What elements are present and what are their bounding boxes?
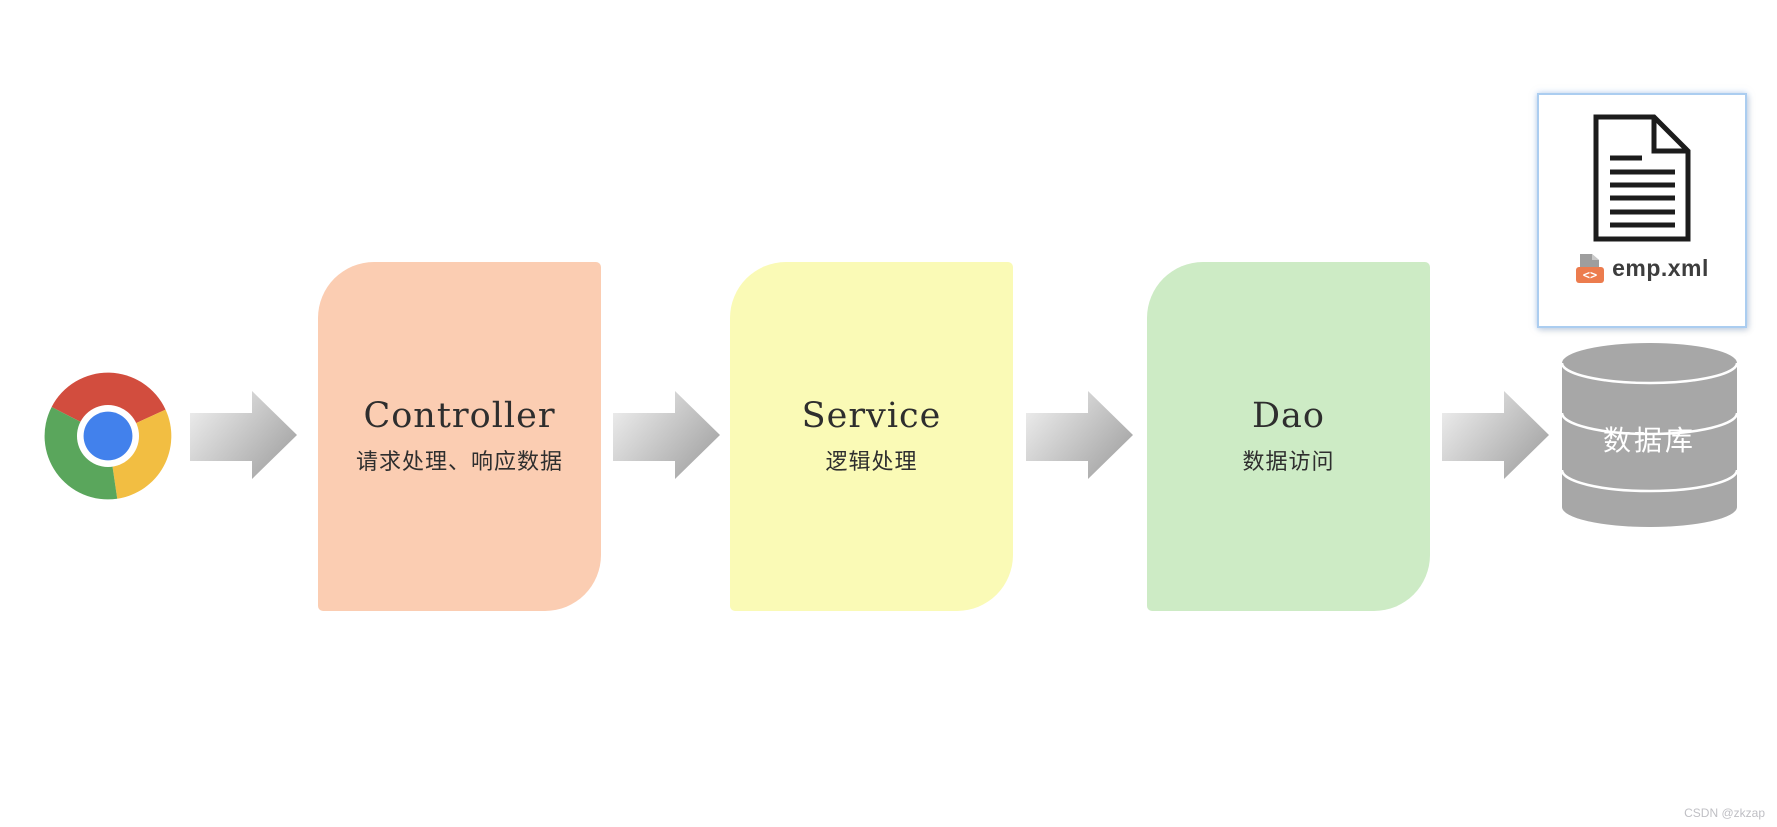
document-icon (1593, 114, 1691, 242)
node-dao: Dao 数据访问 (1147, 262, 1430, 611)
node-subtitle: 数据访问 (1242, 450, 1335, 476)
node-controller: Controller 请求处理、响应数据 (318, 262, 601, 611)
arrow-right-icon (190, 391, 297, 479)
file-label-row: <> emp.xml (1539, 251, 1745, 285)
node-title: Dao (1252, 395, 1325, 436)
arrow-right-icon (1442, 391, 1549, 479)
node-subtitle: 逻辑处理 (825, 450, 918, 476)
xml-filetype-icon: <> (1576, 253, 1605, 283)
arrow-right-icon (613, 391, 720, 479)
node-title: Service (801, 395, 942, 436)
chrome-browser-icon (44, 372, 172, 500)
arrow-right-icon (1026, 391, 1133, 479)
watermark: CSDN @zkzap (1684, 806, 1765, 820)
node-service: Service 逻辑处理 (730, 262, 1013, 611)
database-cylinder-icon (1560, 343, 1739, 527)
node-title: Controller (363, 395, 556, 436)
database: 数据库 (1560, 343, 1739, 527)
xml-file-card: <> emp.xml (1537, 93, 1747, 328)
node-subtitle: 请求处理、响应数据 (355, 450, 563, 476)
database-label: 数据库 (1602, 424, 1696, 457)
svg-text:<>: <> (1583, 268, 1597, 282)
file-name-label: emp.xml (1612, 254, 1709, 281)
